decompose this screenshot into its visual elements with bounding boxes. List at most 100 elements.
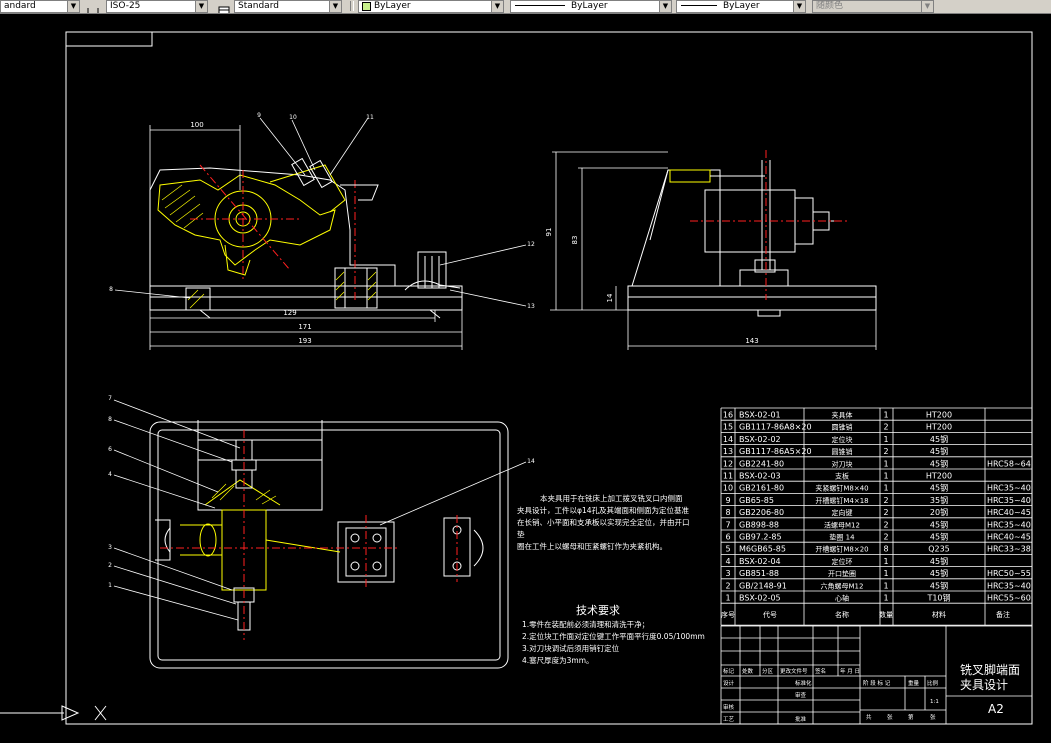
label-sign: 签名: [815, 667, 826, 675]
dim-91: 91: [545, 228, 553, 237]
bom-cell: 心轴: [835, 594, 849, 603]
bom-cell: 6: [725, 533, 730, 542]
table-style-dropdown[interactable]: Standard ▼: [234, 0, 342, 13]
label-standard: 标准化: [795, 679, 812, 687]
text-style-value: andard: [4, 1, 36, 11]
ucs-icon: [0, 705, 107, 721]
dimension-style-icon[interactable]: [86, 1, 99, 13]
bom-cell: 六角螺母M12: [821, 581, 864, 590]
bom-cell: HRC50~55: [987, 569, 1031, 578]
bom-cell: HRC35~40: [987, 496, 1031, 505]
bom-cell: 2: [883, 508, 888, 517]
dim-129: 129: [283, 309, 296, 317]
bom-cell: 2: [883, 423, 888, 432]
dim-style-dropdown[interactable]: ISO-25 ▼: [106, 0, 208, 13]
label-scale: 比例: [927, 679, 939, 687]
bom-cell: GB898-88: [739, 520, 779, 529]
bom-cell: 3: [725, 569, 730, 578]
drawing-title: 铣叉脚端面 夹具设计 A2: [960, 662, 1020, 716]
bom-cell: Q235: [928, 545, 950, 554]
bom-cell: 11: [723, 472, 733, 481]
bom-cell: 1: [883, 472, 888, 481]
support-arm: [340, 184, 379, 201]
lineweight-dropdown[interactable]: ByLayer ▼: [676, 0, 806, 13]
dim-193: 193: [298, 337, 311, 345]
balloon-2: 2: [108, 562, 112, 569]
label-check: 审查: [795, 691, 807, 699]
title-block: [720, 625, 1033, 725]
text-style-dropdown[interactable]: andard ▼: [0, 0, 80, 13]
front-view: [149, 157, 463, 319]
tech-req-title: 技术要求: [576, 604, 620, 617]
properties-toolbar: andard ▼ ISO-25 ▼ Standard ▼ ByLayer ▼ B…: [0, 0, 1051, 14]
bom-cell: 16: [723, 411, 733, 420]
color-dropdown[interactable]: ByLayer ▼: [358, 0, 504, 13]
bom-header-cell: 序号: [721, 610, 735, 619]
bom-cell: BSX-02-04: [739, 557, 781, 566]
bom-cell: GB851-88: [739, 569, 779, 578]
clamp-screw: [291, 157, 333, 189]
bom-cell: 2: [883, 533, 888, 542]
note-line-3: 在长销、小平面和支承板以实现完全定位，并由开口: [517, 517, 690, 527]
bom-cell: 2: [725, 581, 730, 590]
bom-cell: 1: [883, 484, 888, 493]
balloon-6: 6: [108, 446, 112, 453]
label-design: 设计: [723, 679, 735, 687]
bom-cell: 45钢: [930, 483, 948, 493]
balloon-9: 9: [257, 112, 261, 119]
balloon-4: 4: [108, 471, 112, 478]
bom-header-cell: 名称: [835, 610, 849, 619]
bom-cell: 1: [883, 435, 888, 444]
lineweight-value: ByLayer: [723, 1, 760, 11]
bom-cell: 10: [723, 484, 733, 493]
side-view: [627, 160, 877, 317]
tool-setting-block: [404, 251, 461, 291]
title-block-labels: 标记 处数 分区 更改文件号 签名 年 月 日 设计 审核 工艺 标准化 批准 …: [723, 667, 939, 723]
balloon-11: 11: [366, 114, 374, 121]
balloon-3: 3: [108, 544, 112, 551]
bom-cell: GB1117-86A5×20: [739, 447, 812, 456]
bom-cell: 20钢: [930, 507, 948, 517]
bom-header-cell: 材料: [932, 610, 946, 619]
bom-cell: BSX-02-01: [739, 411, 781, 420]
bom-cell: 2: [883, 520, 888, 529]
tech-req-3: 3.对刀块调试后须用销钉定位: [522, 643, 620, 653]
bom-cell: HRC58~64: [987, 459, 1031, 468]
bom-cell: GB65-85: [739, 496, 774, 505]
bom-cell: 15: [723, 423, 733, 432]
bom-cell: 夹具体: [832, 411, 853, 420]
bom-cell: 圆锥销: [832, 423, 853, 432]
table-style-icon[interactable]: [218, 1, 230, 13]
note-line-1: 本夹具用于在铣床上加工拨叉铣叉口内侧面: [540, 493, 683, 503]
bom-cell: 垫圈 14: [829, 533, 855, 542]
bom-cell: GB/2148-91: [739, 581, 787, 590]
bom-cell: 8: [725, 508, 730, 517]
bom-cell: 45钢: [930, 580, 948, 590]
linetype-dropdown[interactable]: ByLayer ▼: [510, 0, 672, 13]
drawing-canvas[interactable]: 100 129 171 193 9 10 11 12 13 8: [0, 14, 1051, 739]
bom-cell: HRC35~40: [987, 520, 1031, 529]
bom-cell: GB1117-86A8×20: [739, 423, 812, 432]
bom-cell: 45钢: [930, 446, 948, 456]
fixture-body-outline: [149, 167, 396, 286]
drawing-svg[interactable]: 100 129 171 193 9 10 11 12 13 8: [0, 14, 1051, 739]
bom-cell: 1: [883, 557, 888, 566]
bom-header-cell: 代号: [763, 610, 777, 619]
centerlines: [190, 164, 356, 300]
balloon-8-top: 8: [108, 416, 112, 423]
bom-cell: GB2241-80: [739, 459, 784, 468]
bom-cell: 支板: [835, 472, 849, 481]
tech-req-2: 2.定位块工作面对定位键工作平面平行度0.05/100mm: [522, 631, 705, 641]
label-approve: 批准: [795, 715, 807, 723]
bom-cell: HRC40~45: [987, 508, 1031, 517]
bom-cell: HRC33~38: [987, 545, 1031, 554]
bom-cell: 4: [725, 557, 730, 566]
plot-style-dropdown[interactable]: 随颜色 ▼: [812, 0, 934, 13]
bom-cell: 14: [723, 435, 733, 444]
bom-cell: 1: [883, 411, 888, 420]
bom-cell: 定位块: [832, 435, 853, 444]
toolbar-separator: [350, 1, 354, 11]
technical-requirements: 技术要求 1.零件在装配前必须清理和清洗干净； 2.定位块工作面对定位键工作平面…: [522, 604, 705, 665]
bom-cell: BSX-02-02: [739, 435, 781, 444]
